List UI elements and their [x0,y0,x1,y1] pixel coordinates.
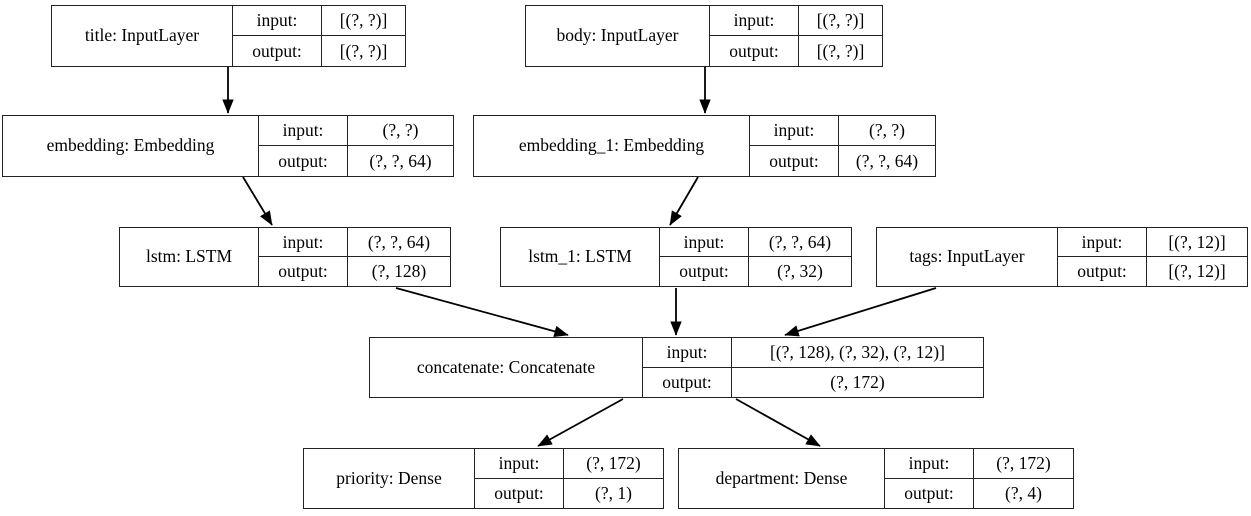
input-label: input: [256,10,298,30]
output-shape-value: (?, ?, 64) [347,146,453,176]
node-label: lstm_1: LSTM [528,246,632,267]
node-io-table: input: (?, ?) output: (?, ?, 64) [258,116,453,176]
output-shape-value: (?, 1) [563,478,663,508]
output-shape-value: [(?, ?)] [798,36,882,66]
node-label: title: InputLayer [84,25,200,46]
graph-node-concatenate[interactable]: concatenate: Concatenate input: [(?, 128),… [369,337,984,398]
node-io-table: input: (?, ?, 64) output: (?, 128) [258,228,450,286]
node-input-row: input: (?, ?) [259,116,453,146]
output-shape-value: (?, 172) [731,367,983,397]
output-label: output: [252,40,302,61]
node-output-row: output: (?, 4) [885,478,1073,508]
output-label: output: [769,150,819,171]
node-io-table: input: (?, 172) output: (?, 1) [474,449,663,508]
node-output-row: output: [(?, ?)] [710,36,882,66]
graph-node-lstm_1[interactable]: lstm_1: LSTM input: (?, ?, 64) output: (?, 3… [500,227,852,287]
node-output-row: output: (?, 128) [259,257,450,286]
input-label: input: [683,231,725,252]
input-shape-value: [(?, 128), (?, 32), (?, 12)] [731,338,983,367]
output-label: output: [729,40,779,61]
node-io-table: input: (?, 172) output: (?, 4) [884,449,1073,508]
input-shape-value: (?, ?, 64) [748,228,851,256]
node-input-row: input: (?, ?) [750,116,935,146]
node-input-row: input: (?, ?, 64) [259,228,450,257]
graph-node-department[interactable]: department: Dense input: (?, 172) output: (?… [678,448,1074,509]
node-io-table: input: [(?, ?)] output: [(?, ?)] [232,6,405,66]
input-label: input: [908,452,950,473]
input-label: input: [666,341,708,362]
node-label: embedding: Embedding [46,135,215,156]
node-input-row: input: (?, 172) [475,449,663,479]
node-label: lstm: LSTM [145,246,233,267]
node-output-row: output: (?, 172) [643,367,983,397]
node-output-row: output: (?, 1) [475,478,663,508]
node-output-row: output: [(?, ?)] [233,36,405,66]
output-label: output: [278,150,328,171]
edge-embedding_1-to-lstm_1 [669,176,699,226]
input-shape-value: (?, ?) [838,116,935,145]
output-label: output: [904,482,954,503]
input-label: input: [773,120,815,140]
input-shape-value: (?, 172) [973,449,1073,478]
edge-concatenate-to-priority [537,398,624,447]
node-io-table: input: (?, ?, 64) output: (?, 32) [659,228,851,286]
output-label: output: [679,261,729,281]
graph-node-tags[interactable]: tags: InputLayer input: [(?, 12)] output: [(… [876,227,1248,287]
node-io-table: input: [(?, ?)] output: [(?, ?)] [709,6,882,66]
input-label: input: [1081,231,1123,252]
node-io-table: input: [(?, 12)] output: [(?, 12)] [1057,228,1247,286]
output-shape-value: (?, 32) [748,257,851,286]
node-label: tags: InputLayer [909,246,1025,267]
input-shape-value: [(?, ?)] [321,6,405,35]
edge-embedding-to-lstm [242,176,273,226]
node-io-table: input: (?, ?) output: (?, ?, 64) [749,116,935,176]
graph-node-priority[interactable]: priority: Dense input: (?, 172) output: (?, … [303,448,664,509]
output-shape-value: (?, 128) [347,257,450,286]
input-label: input: [282,231,324,252]
output-shape-value: (?, 4) [973,478,1073,508]
input-shape-value: [(?, 12)] [1146,228,1247,256]
node-output-row: output: (?, ?, 64) [259,146,453,176]
output-label: output: [662,371,712,392]
input-shape-value: (?, ?) [347,116,453,145]
node-output-row: output: [(?, 12)] [1058,257,1247,286]
input-label: input: [498,452,540,473]
node-label: priority: Dense [336,467,442,488]
input-shape-value: [(?, ?)] [798,6,882,35]
node-input-row: input: [(?, 12)] [1058,228,1247,257]
output-shape-value: [(?, 12)] [1146,257,1247,286]
node-input-row: input: [(?, ?)] [233,6,405,36]
graph-node-embedding[interactable]: embedding: Embedding input: (?, ?) output: (… [2,115,454,177]
node-label: embedding_1: Embedding [518,135,705,156]
node-output-row: output: (?, ?, 64) [750,146,935,176]
node-label: department: Dense [715,467,848,488]
output-label: output: [1077,261,1127,281]
input-label: input: [282,120,324,140]
node-input-row: input: [(?, 128), (?, 32), (?, 12)] [643,338,983,368]
node-input-row: input: (?, ?, 64) [660,228,851,257]
node-input-row: input: [(?, ?)] [710,6,882,36]
output-shape-value: (?, ?, 64) [838,146,935,176]
graph-node-title[interactable]: title: InputLayer input: [(?, ?)] output: [(… [51,5,406,67]
node-io-table: input:[(?, 128), (?, 32), (?, 12)]output… [642,338,983,397]
node-label: body: InputLayer [556,25,679,46]
output-label: output: [494,482,544,503]
node-output-row: output: (?, 32) [660,257,851,286]
output-label: output: [278,261,328,281]
graph-node-lstm[interactable]: lstm: LSTM input: (?, ?, 64) output: (?, 128… [119,227,451,287]
output-shape-value: [(?, ?)] [321,36,405,66]
node-input-row: input: (?, 172) [885,449,1073,479]
edge-concatenate-to-department [735,398,821,447]
input-shape-value: (?, ?, 64) [347,228,450,256]
input-shape-value: (?, 172) [563,449,663,478]
graph-node-body[interactable]: body: InputLayer input: [(?, ?)] output: [(?… [525,5,883,67]
node-label: concatenate: Concatenate [416,356,596,377]
edge-tags-to-concatenate [784,287,937,337]
input-label: input: [733,10,775,30]
edge-lstm-to-concatenate [395,287,569,337]
